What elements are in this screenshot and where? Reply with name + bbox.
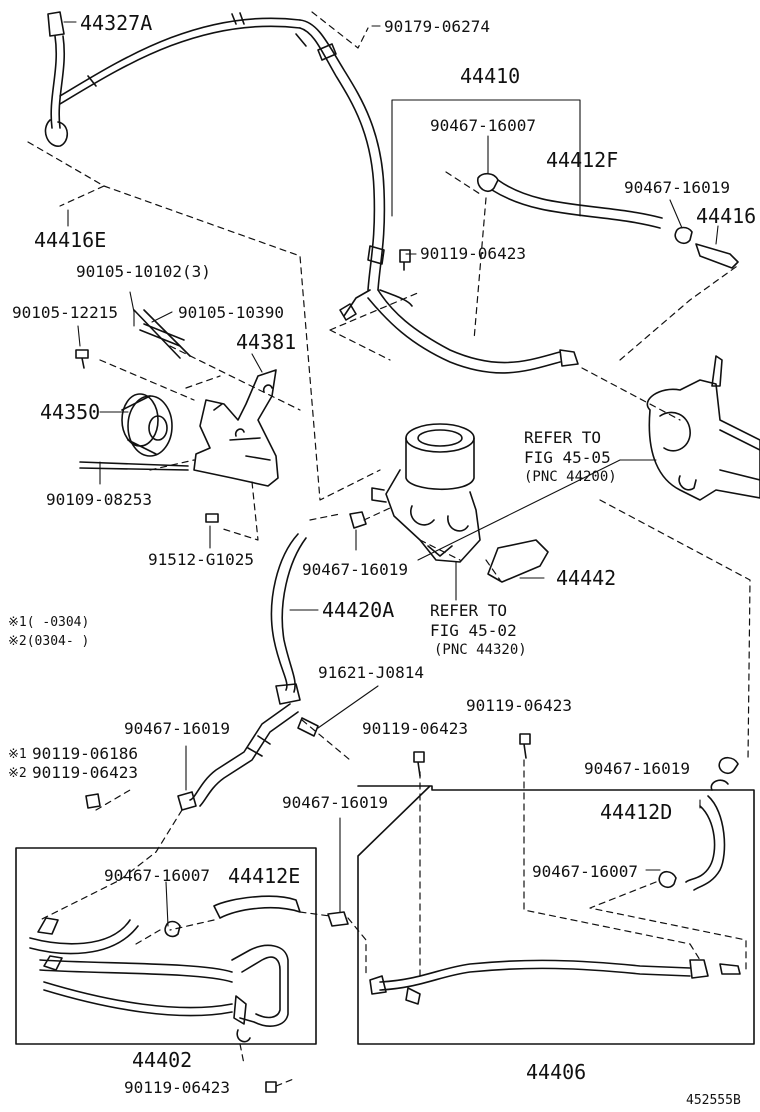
label-90105-10102: 90105-10102(3)	[76, 262, 211, 281]
note-1-mark: ※1	[8, 747, 27, 762]
label-44402: 44402	[132, 1048, 193, 1072]
ref-fig-45-05-line1: REFER TO	[524, 428, 602, 447]
return-hose-44420A-drawing	[177, 533, 319, 811]
label-44412F: 44412F	[546, 148, 619, 172]
label-90467-16007-right: 90467-16007	[532, 862, 638, 881]
label-90467-16019-upper-right: 90467-16019	[624, 178, 730, 197]
label-90467-16019-right: 90467-16019	[584, 759, 690, 778]
ref-fig-45-02-line1: REFER TO	[430, 601, 508, 620]
upper-pressure-hose-drawing	[44, 11, 386, 291]
label-90109-08253: 90109-08253	[46, 490, 152, 509]
label-44442: 44442	[556, 566, 617, 590]
label-44416E: 44416E	[34, 228, 107, 252]
ref-fig-45-02-pnc: (PNC 44320)	[434, 642, 527, 658]
label-90119-06423-right: 90119-06423	[466, 696, 572, 715]
label-90467-16007-left: 90467-16007	[104, 866, 210, 885]
note-2-range: ※2(0304- )	[8, 634, 90, 649]
label-44412E: 44412E	[228, 864, 301, 888]
label-44350: 44350	[40, 400, 101, 424]
label-90467-16019-left: 90467-16019	[124, 719, 230, 738]
label-90105-12215: 90105-12215	[12, 303, 118, 322]
pump-bracket-drawing	[75, 309, 279, 523]
hose-44412F-drawing	[399, 172, 739, 271]
cooler-tube-44402-drawing	[15, 793, 349, 1093]
label-44416: 44416	[696, 204, 757, 228]
label-90467-16019-pump: 90467-16019	[302, 560, 408, 579]
label-90467-16007-upper: 90467-16007	[430, 116, 536, 135]
label-90119-06186: 90119-06186	[32, 744, 138, 763]
label-44410: 44410	[460, 64, 521, 88]
label-90119-06423-upper: 90119-06423	[420, 244, 526, 263]
ref-fig-45-02-line2: FIG 45-02	[430, 621, 517, 640]
note-2-mark: ※2	[8, 766, 27, 781]
label-90119-06423-bottom: 90119-06423	[124, 1078, 230, 1097]
label-44420A: 44420A	[322, 598, 395, 622]
label-90119-06423-left: 90119-06423	[32, 763, 138, 782]
dashed-guide-lines	[27, 11, 751, 1087]
label-44381: 44381	[236, 330, 297, 354]
power-steering-pump-drawing	[349, 423, 549, 583]
note-1-range: ※1( -0304)	[8, 615, 90, 630]
label-90179-06274: 90179-06274	[384, 17, 490, 36]
label-90119-06423-middle: 90119-06423	[362, 719, 468, 738]
diagram-code: 452555B	[686, 1093, 741, 1108]
label-44412D: 44412D	[600, 800, 673, 824]
label-44406: 44406	[526, 1060, 587, 1084]
label-90105-10390: 90105-10390	[178, 303, 284, 322]
label-91621-J0814: 91621-J0814	[318, 663, 424, 682]
steering-gear-drawing	[646, 355, 760, 501]
pressure-tube-drawing	[339, 289, 579, 374]
label-44327A: 44327A	[80, 11, 153, 35]
leader-lines	[63, 21, 719, 927]
label-90467-16019-lower: 90467-16019	[282, 793, 388, 812]
ref-fig-45-05-pnc: (PNC 44200)	[524, 469, 617, 485]
tube-44406-drawing	[357, 733, 755, 1045]
label-91512-G1025: 91512-G1025	[148, 550, 254, 569]
ref-fig-45-05-line2: FIG 45-05	[524, 448, 611, 467]
